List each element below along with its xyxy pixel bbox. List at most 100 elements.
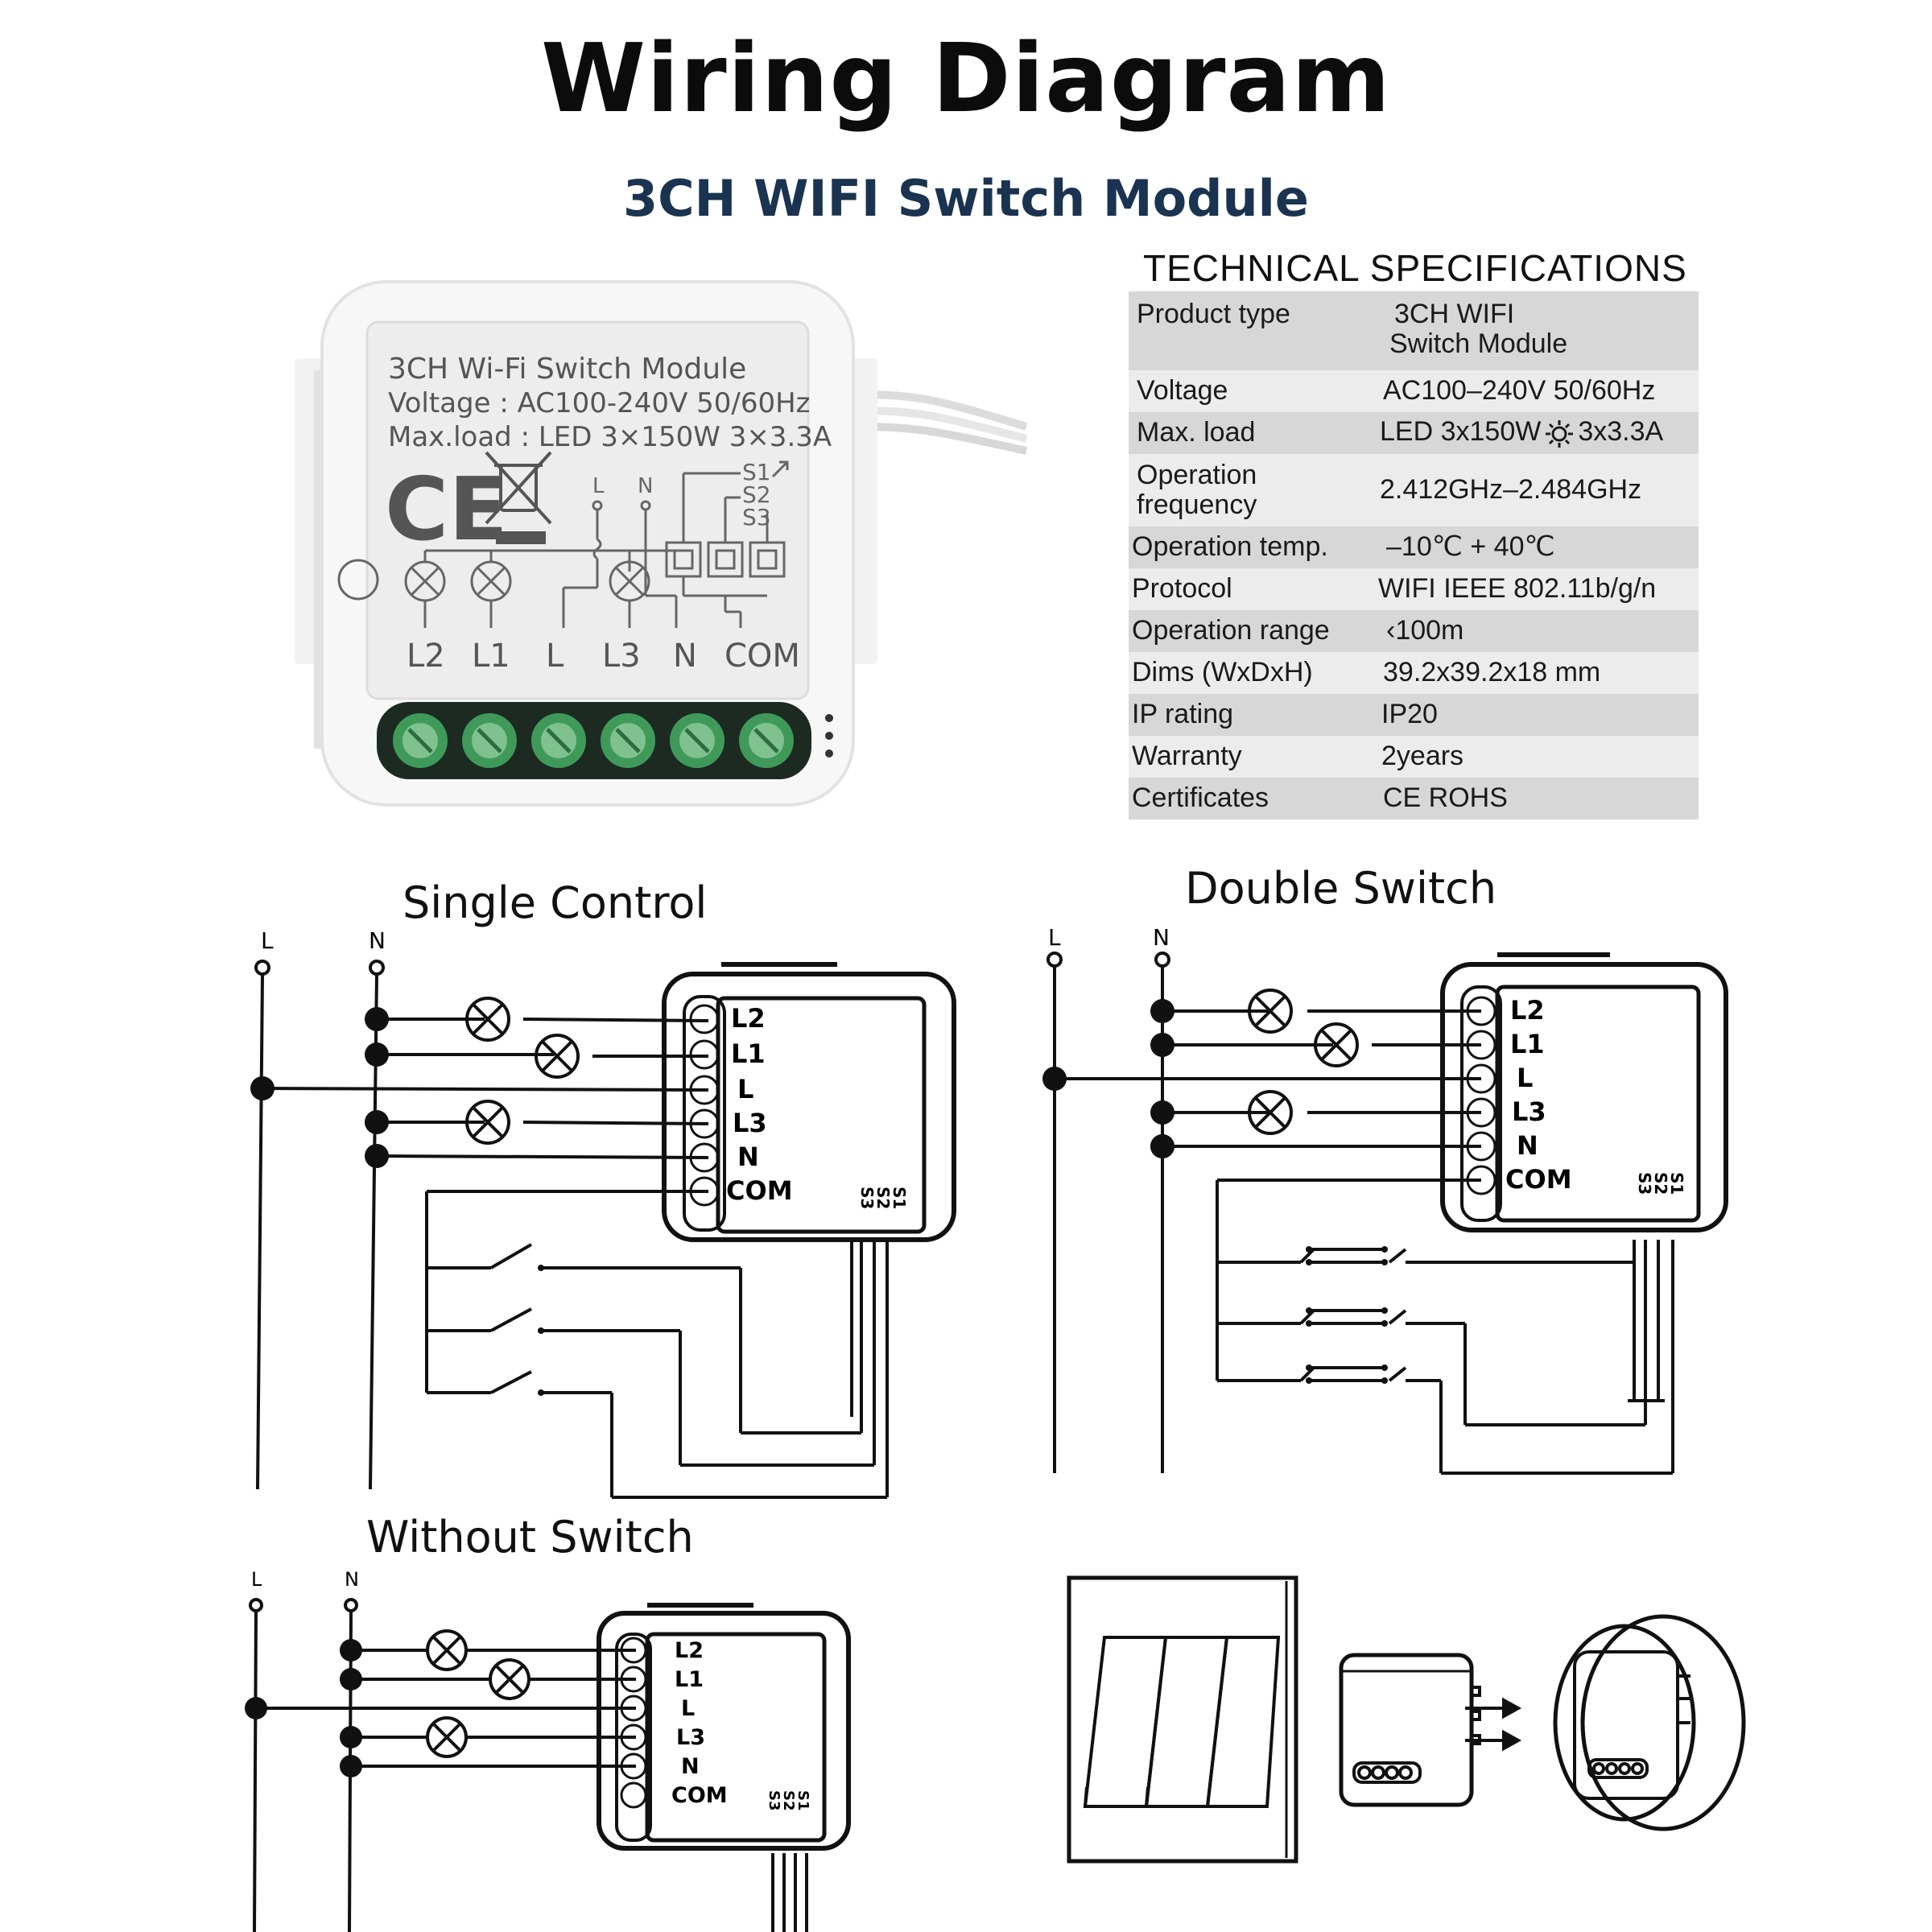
- spec-label: IP rating: [1132, 699, 1234, 730]
- double-switch-diagram: L N L2 L1 L L3 N COM S3 S2 S1: [1042, 924, 1728, 1475]
- terminal-label: L2: [675, 1638, 704, 1663]
- terminal-label: L3: [1512, 1096, 1546, 1127]
- weee-bin-icon: [485, 451, 552, 544]
- switch-input-label: S3: [857, 1187, 877, 1209]
- switch-input-label: S2: [780, 1790, 797, 1811]
- spec-label: Dims (WxDxH): [1132, 657, 1313, 688]
- single-control-title: Single Control: [402, 877, 708, 928]
- spec-value: 2.412GHz–2.484GHz: [1380, 474, 1642, 506]
- spec-value: 39.2x39.2x18 mm: [1383, 657, 1601, 688]
- terminal-label: L2: [731, 1003, 766, 1034]
- terminal-label: COM: [671, 1783, 728, 1808]
- wall-switch-icon: [1067, 1575, 1298, 1864]
- spec-value: –10℃ + 40℃: [1386, 531, 1555, 563]
- spec-value: ‹100m: [1386, 615, 1464, 646]
- module-terminals: [620, 1637, 647, 1809]
- device-terminal-label: L1: [472, 638, 510, 675]
- module-terminals: [1466, 996, 1496, 1195]
- spec-row: Dims (WxDxH) 39.2x39.2x18 mm: [1129, 652, 1699, 694]
- terminal-label: L3: [676, 1725, 705, 1750]
- terminal-block: [393, 713, 794, 768]
- spec-row: Operation range ‹100m: [1129, 610, 1699, 652]
- switch-input-label: S1: [890, 1187, 909, 1209]
- spec-row: Voltage AC100–240V 50/60Hz: [1129, 370, 1699, 412]
- spec-label: Product type: [1137, 299, 1290, 329]
- spec-row: Warranty 2years: [1129, 736, 1699, 778]
- terminal-label: L1: [675, 1667, 704, 1692]
- schematic-s1: S1: [742, 459, 771, 485]
- spec-label: Operation temp.: [1132, 531, 1328, 563]
- spec-value: AC100–240V 50/60Hz: [1383, 375, 1656, 407]
- spec-label: Protocol: [1132, 573, 1232, 605]
- spec-value: CE ROHS: [1383, 782, 1508, 814]
- switch-input-label: S3: [1635, 1172, 1654, 1195]
- spec-label: Operation range: [1132, 615, 1330, 646]
- terminal-label: N: [737, 1141, 759, 1172]
- wall-box-icon: [1553, 1614, 1746, 1831]
- device-terminal-label: L: [546, 638, 564, 675]
- switch-input-label: S1: [795, 1790, 811, 1811]
- device-terminal-label: L3: [602, 638, 641, 675]
- device-terminal-label: L2: [407, 638, 445, 675]
- switch-input-label: S3: [766, 1790, 782, 1811]
- terminal-label: L: [737, 1074, 753, 1104]
- terminal-label: L2: [1510, 995, 1545, 1026]
- terminal-label: N: [1517, 1130, 1538, 1161]
- device-label-voltage: Voltage : AC100-240V 50/60Hz: [388, 387, 811, 419]
- spec-label: Max. load: [1137, 417, 1256, 448]
- module-terminals: [689, 1004, 720, 1207]
- switch-input-label: S2: [1651, 1172, 1670, 1195]
- without-switch-diagram: L N L2 L1 L L3 N COM S3 S2 S1: [245, 1568, 851, 1932]
- terminal-label: COM: [1505, 1164, 1572, 1195]
- spec-value: 2years: [1381, 741, 1464, 772]
- terminal-label: L: [681, 1696, 695, 1721]
- specs-heading: TECHNICAL SPECIFICATIONS: [1143, 247, 1687, 289]
- arrow-right-icon: [1465, 1697, 1522, 1752]
- device-schematic: [337, 500, 678, 628]
- device-terminal-label: N: [673, 638, 697, 675]
- spec-row: Operation temp. –10℃ + 40℃: [1129, 526, 1699, 568]
- spec-value: IP20: [1381, 699, 1438, 730]
- rail-label-L: L: [251, 1568, 262, 1591]
- spec-row: IP rating IP20: [1129, 694, 1699, 736]
- page-subtitle: 3CH WIFI Switch Module: [623, 169, 1309, 228]
- rail-label-L: L: [261, 927, 274, 954]
- ce-mark: CE: [385, 460, 508, 560]
- schematic-N: N: [638, 474, 653, 498]
- terminal-label: L1: [1510, 1029, 1545, 1059]
- schematic-s2: S2: [742, 481, 771, 508]
- spec-row: Certificates CE ROHS: [1129, 778, 1699, 819]
- sun-icon: [1546, 419, 1574, 448]
- terminal-label: L: [1517, 1063, 1533, 1093]
- rail-label-N: N: [369, 927, 386, 954]
- double-switch-title: Double Switch: [1185, 863, 1497, 914]
- schematic-s3: S3: [742, 504, 771, 530]
- spec-row: Protocol WIFI IEEE 802.11b/g/n: [1129, 568, 1699, 610]
- terminal-label: COM: [726, 1175, 793, 1206]
- without-switch-title: Without Switch: [366, 1512, 694, 1563]
- schematic-L: L: [592, 474, 605, 498]
- terminal-label: L1: [731, 1038, 766, 1069]
- spec-label: Warranty: [1132, 741, 1242, 772]
- device-illustration: 3CH Wi-Fi Switch Module Voltage : AC100-…: [295, 280, 1028, 807]
- device-label-name: 3CH Wi-Fi Switch Module: [388, 353, 746, 386]
- device-terminal-label: COM: [724, 638, 800, 675]
- switch-module-icon: [1339, 1653, 1481, 1807]
- rail-label-N: N: [345, 1568, 359, 1591]
- rail-label-L: L: [1048, 924, 1061, 951]
- switch-input-label: S2: [873, 1187, 893, 1209]
- switch-input-label: S1: [1667, 1172, 1686, 1195]
- spec-label: Certificates: [1132, 782, 1269, 814]
- installation-illustration: [1067, 1575, 1746, 1864]
- terminal-label: N: [681, 1754, 700, 1779]
- device-label-maxload: Max.load : LED 3×150W 3×3.3A: [388, 421, 832, 453]
- single-control-diagram: L N L2 L1 L L3 N COM S3 S2 S1: [250, 927, 956, 1499]
- spec-label: Voltage: [1137, 375, 1228, 407]
